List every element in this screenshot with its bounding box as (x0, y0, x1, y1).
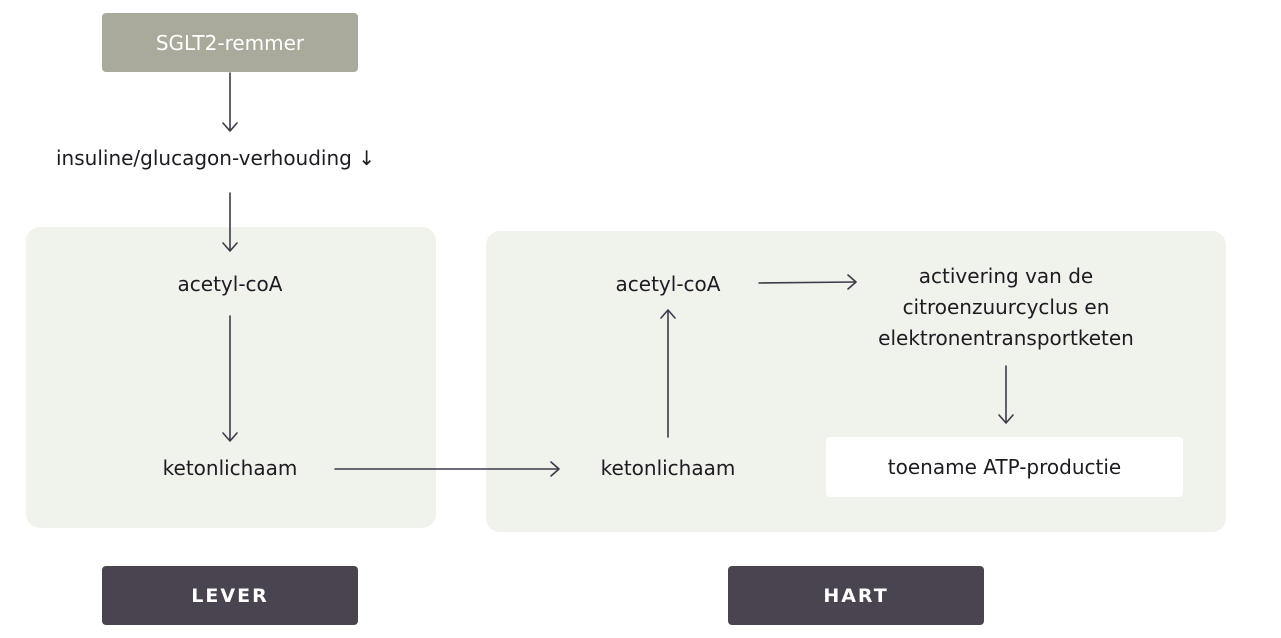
lever-label-box: LEVER (102, 566, 358, 625)
hart-activering-node: activering van de citroenzuurcyclus en e… (878, 264, 1134, 350)
lever-panel (26, 227, 436, 528)
sglt2-box: SGLT2-remmer (102, 13, 358, 72)
sglt2-label: SGLT2-remmer (155, 30, 305, 55)
hart-keton-node: ketonlichaam (600, 456, 736, 480)
lever-label: LEVER (191, 584, 269, 607)
lever-keton-node: ketonlichaam (162, 456, 298, 480)
hart-label: HART (823, 584, 889, 607)
arrow-sglt2-to-ratio (222, 72, 238, 132)
lever-acetyl-node: acetyl-coA (177, 272, 283, 296)
atp-box: toename ATP-productie (826, 437, 1183, 497)
atp-label: toename ATP-productie (887, 455, 1122, 479)
hart-label-box: HART (728, 566, 984, 625)
hart-acetyl-node: acetyl-coA (615, 272, 721, 296)
ratio-node: insuline/glucagon-verhouding ↓ (56, 146, 375, 170)
